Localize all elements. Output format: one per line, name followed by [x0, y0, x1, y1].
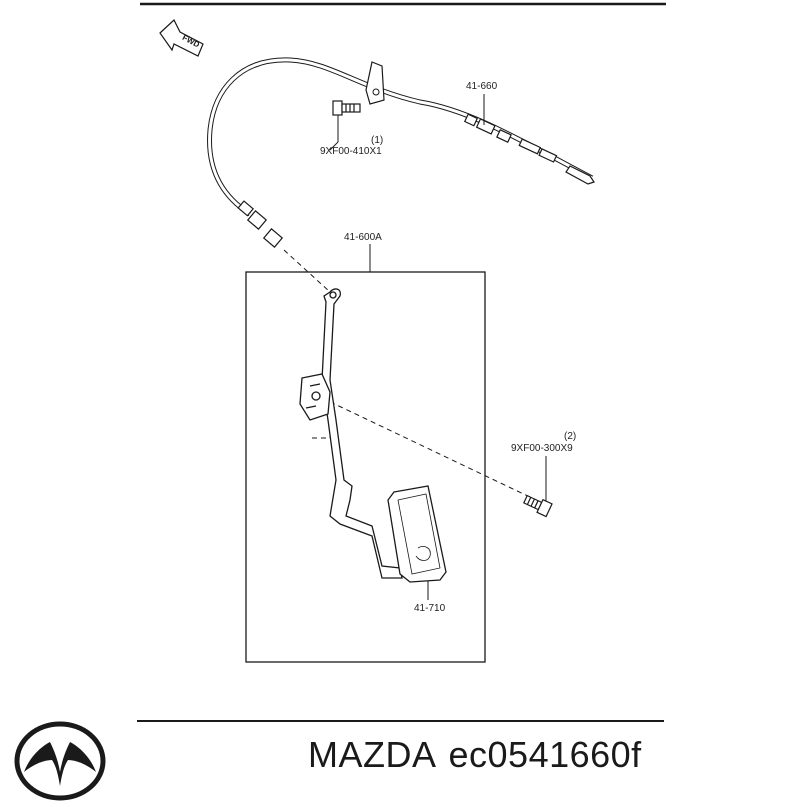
- bolt-1-icon: [332, 100, 361, 142]
- accelerator-cable: [207, 57, 595, 248]
- part-number: ec0541660f: [448, 734, 642, 775]
- label-pedal-pad: 41-710: [414, 603, 446, 614]
- label-cable: 41-660: [466, 81, 498, 92]
- label-pedal-assembly: 41-600A: [344, 232, 382, 243]
- pedal-pad: [387, 485, 447, 583]
- mazda-logo-icon: [14, 721, 106, 801]
- label-bolt-1-code: 9XF00-410X1: [320, 146, 382, 157]
- label-bolt-1-ref: (1): [371, 135, 384, 146]
- label-bolt-2-code: 9XF00-300X9: [511, 443, 573, 454]
- brand-caption: MAZDA ec0541660f: [308, 737, 642, 773]
- label-bolt-2-ref: (2): [564, 431, 577, 442]
- pedal-arm: [299, 288, 403, 579]
- pedal-assembly-frame: [245, 271, 486, 663]
- fwd-arrow-icon: FWD: [159, 19, 204, 57]
- brand-name: MAZDA: [308, 734, 437, 775]
- bolt-2-icon: [523, 494, 553, 518]
- leader-lines: [329, 94, 547, 600]
